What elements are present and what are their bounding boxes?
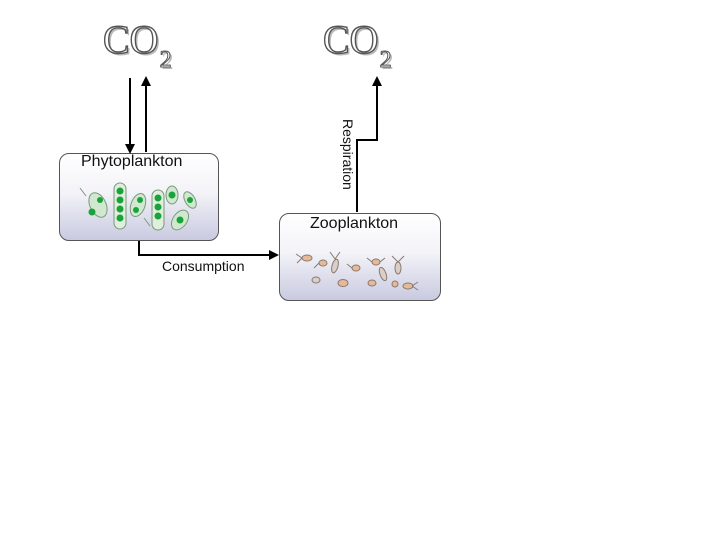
consumption-label: Consumption [162,258,245,274]
consumption-arrow [138,241,279,260]
phytoplankton-label: Phytoplankton [81,153,183,170]
co2-subscript: 2 [379,47,392,73]
zooplankton-label: Zooplankton [310,215,399,232]
respiration-label: Respiration [340,119,356,190]
co2-subscript: 2 [159,47,172,73]
co2-label-left: CO2 [102,17,172,73]
respiration-arrow [356,76,382,212]
co2-main-text: CO [322,17,379,62]
co2-label-right: CO2 [322,17,392,73]
co2-main-text: CO [102,17,159,62]
